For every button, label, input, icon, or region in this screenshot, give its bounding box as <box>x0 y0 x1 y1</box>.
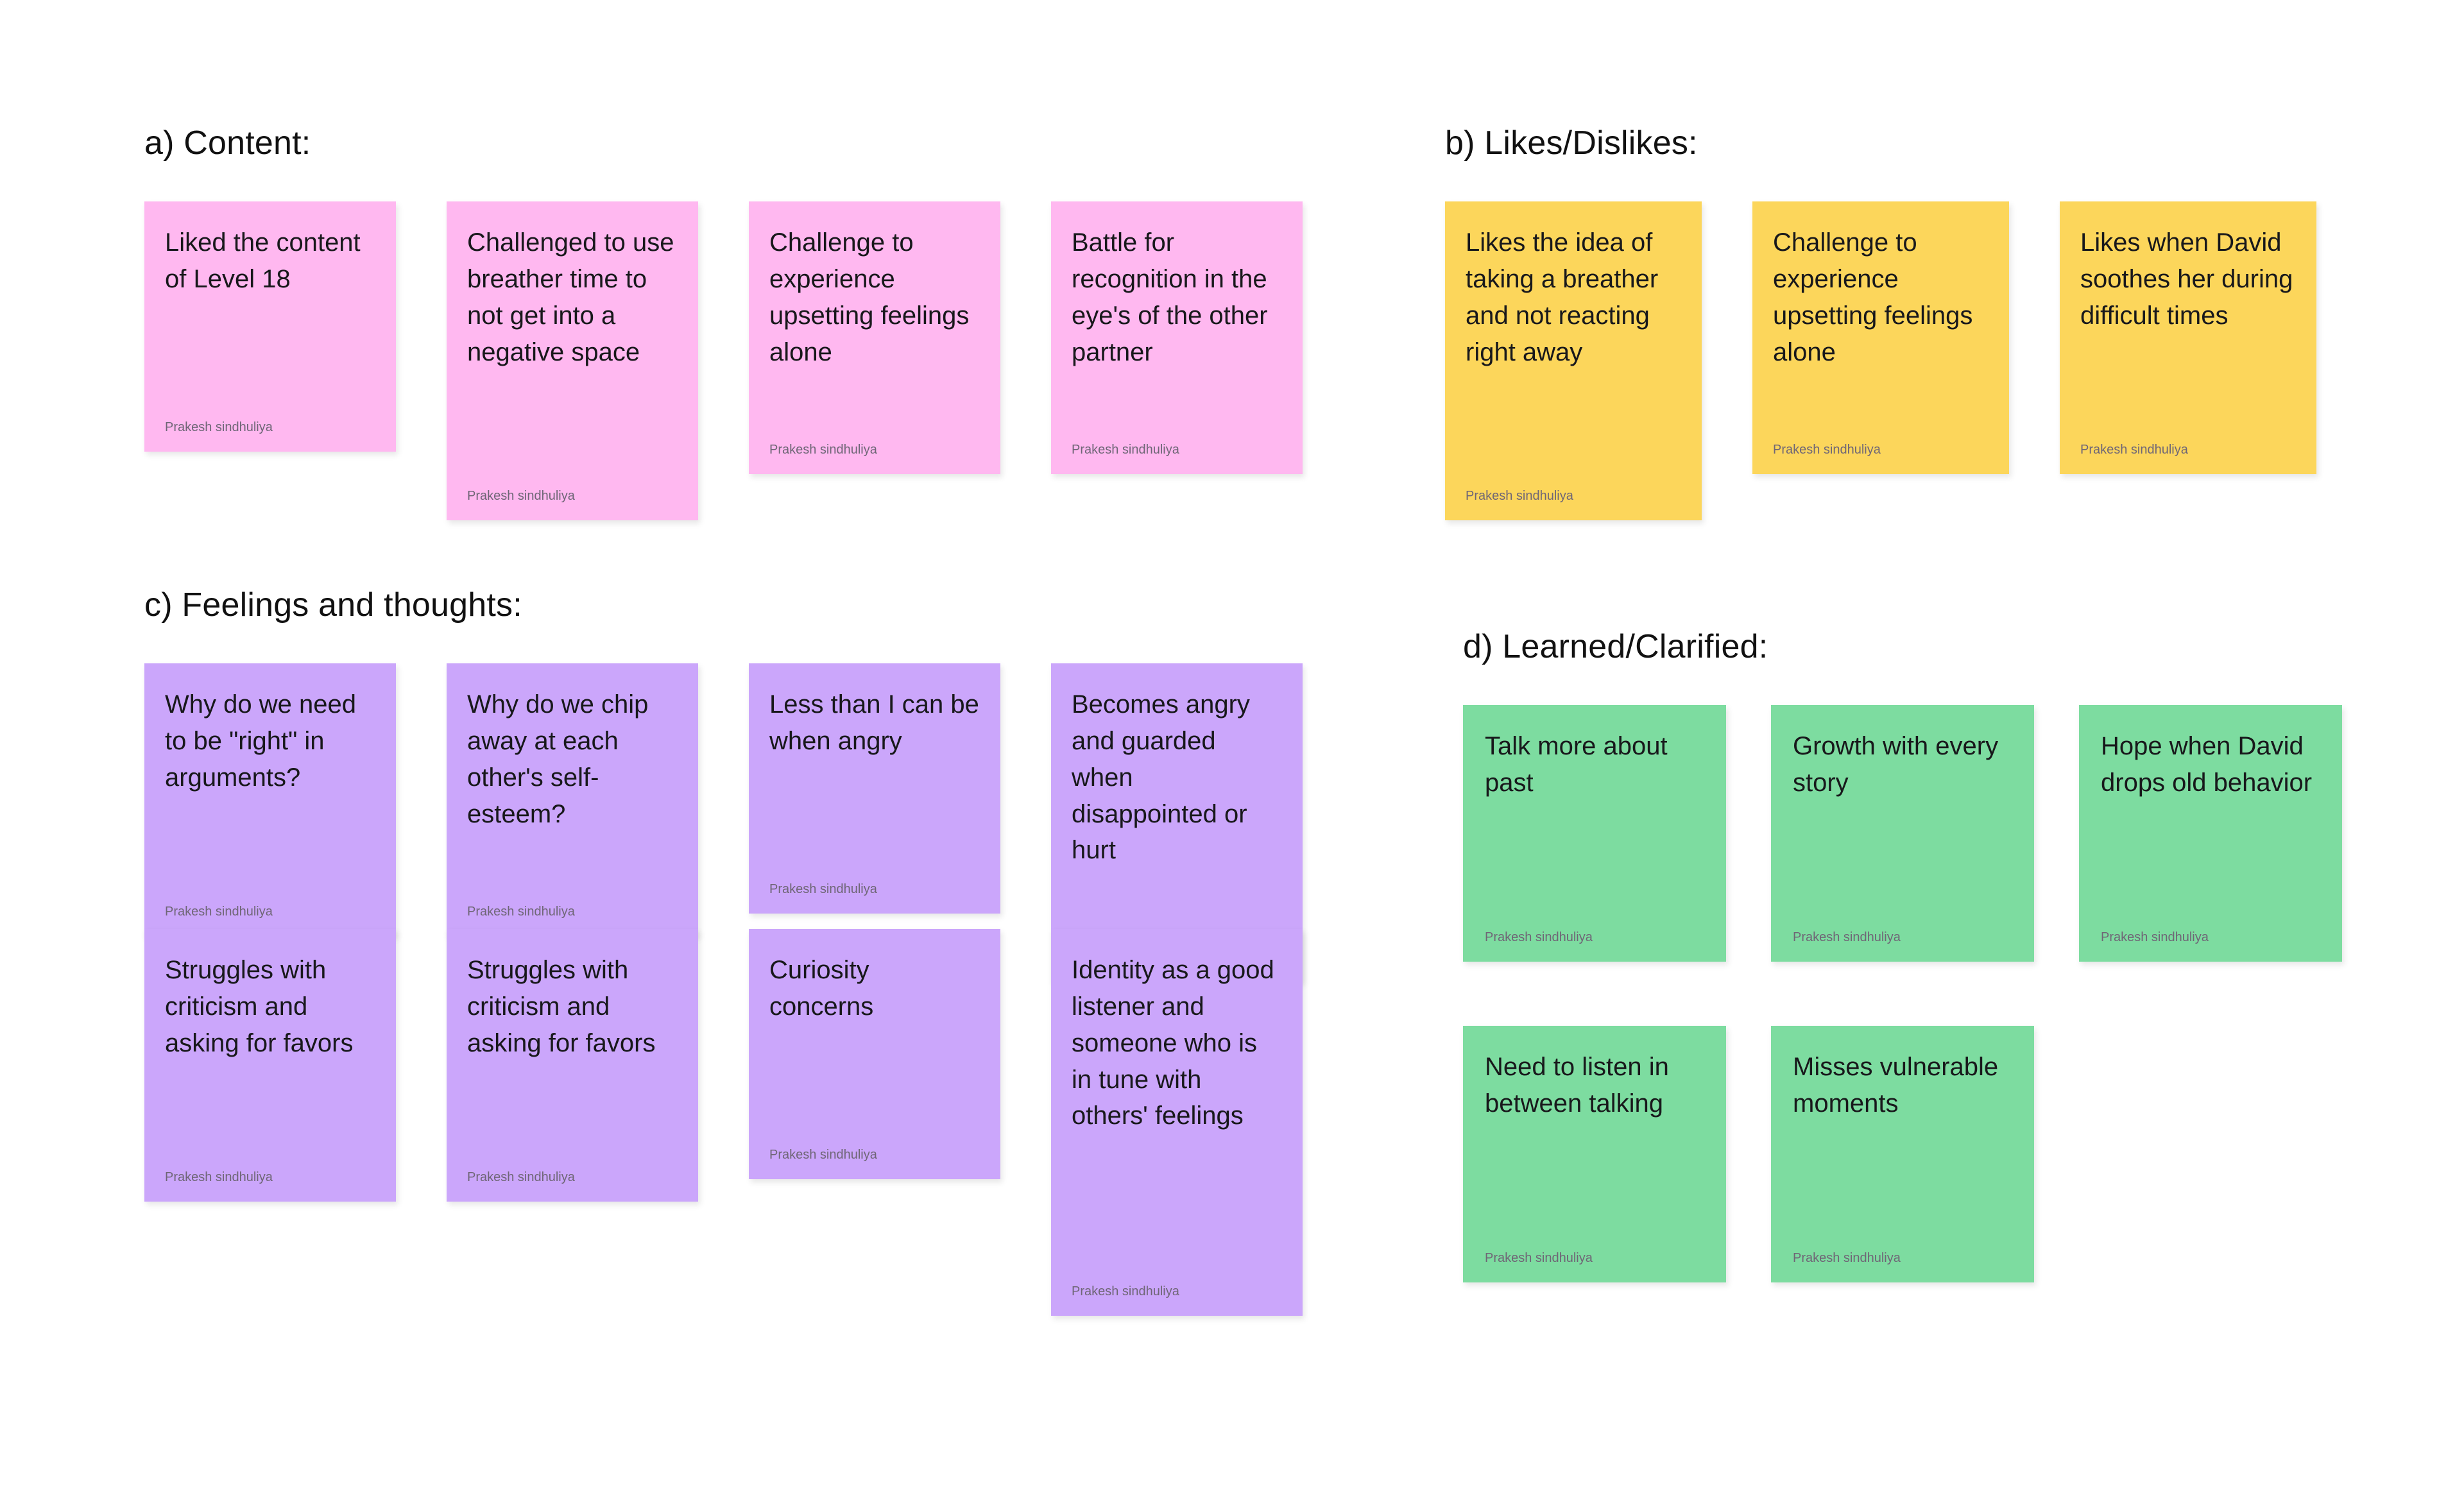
sticky-note-author: Prakesh sindhuliya <box>1485 930 1593 945</box>
sticky-note-author: Prakesh sindhuliya <box>1793 930 1901 945</box>
sticky-note-author: Prakesh sindhuliya <box>2080 443 2188 457</box>
sticky-note-author: Prakesh sindhuliya <box>1773 443 1881 457</box>
sticky-note-text: Curiosity concerns <box>769 956 874 1021</box>
section-heading-feelings-and-thoughts: c) Feelings and thoughts: <box>144 586 522 624</box>
sticky-note-text: Challenge to experience upsetting feelin… <box>1773 228 1973 366</box>
sticky-note-text: Challenge to experience upsetting feelin… <box>769 228 970 366</box>
sticky-note-author: Prakesh sindhuliya <box>769 1148 877 1162</box>
sticky-note-text: Struggles with criticism and asking for … <box>467 956 656 1057</box>
section-likes-dislikes-rows: Likes the idea of taking a breather and … <box>1445 201 2316 521</box>
sticky-note-text: Talk more about past <box>1485 732 1668 797</box>
section-heading-content: a) Content: <box>144 124 311 162</box>
sticky-note-author: Prakesh sindhuliya <box>467 905 575 919</box>
sticky-note-author: Prakesh sindhuliya <box>1072 1284 1179 1299</box>
sticky-note-author: Prakesh sindhuliya <box>1485 1251 1593 1266</box>
sticky-note-text: Why do we chip away at each other's self… <box>467 690 649 828</box>
sticky-note-text: Struggles with criticism and asking for … <box>165 956 354 1057</box>
sticky-note-author: Prakesh sindhuliya <box>467 1170 575 1185</box>
sticky-note[interactable]: Challenge to experience upsetting feelin… <box>749 201 1000 475</box>
sticky-note-text: Identity as a good listener and someone … <box>1072 956 1274 1130</box>
sticky-note-text: Likes when David soothes her during diff… <box>2080 228 2293 330</box>
sticky-note-text: Misses vulnerable moments <box>1793 1053 1999 1118</box>
section-content-rows: Liked the content of Level 18 Prakesh sin… <box>144 201 1303 521</box>
sticky-note-text: Battle for recognition in the eye's of t… <box>1072 228 1268 366</box>
sticky-note[interactable]: Struggles with criticism and asking for … <box>447 929 698 1202</box>
sticky-note-author: Prakesh sindhuliya <box>769 882 877 897</box>
sticky-note-author: Prakesh sindhuliya <box>165 905 273 919</box>
sticky-note-text: Liked the content of Level 18 <box>165 228 361 293</box>
sticky-note-author: Prakesh sindhuliya <box>165 1170 273 1185</box>
sticky-note[interactable]: Likes when David soothes her during diff… <box>2060 201 2316 475</box>
sticky-note-text: Hope when David drops old behavior <box>2101 732 2313 797</box>
sticky-row: Liked the content of Level 18 Prakesh sin… <box>144 201 1303 521</box>
section-feelings-and-thoughts: c) Feelings and thoughts: Why do we need… <box>144 586 1303 1316</box>
sticky-note[interactable]: Challenge to experience upsetting feelin… <box>1752 201 2009 475</box>
sticky-note[interactable]: Identity as a good listener and someone … <box>1051 929 1303 1316</box>
sticky-note-author: Prakesh sindhuliya <box>2101 930 2209 945</box>
sticky-note-author: Prakesh sindhuliya <box>1466 489 1573 504</box>
section-heading-learned-clarified: d) Learned/Clarified: <box>1463 628 1768 665</box>
sticky-note-author: Prakesh sindhuliya <box>769 443 877 457</box>
section-content: a) Content: Liked the content of Level 1… <box>144 124 1303 521</box>
sticky-note[interactable]: Liked the content of Level 18 Prakesh sin… <box>144 201 396 452</box>
sticky-note[interactable]: Likes the idea of taking a breather and … <box>1445 201 1702 521</box>
sticky-note[interactable]: Struggles with criticism and asking for … <box>144 929 396 1202</box>
sticky-note[interactable]: Why do we chip away at each other's self… <box>447 663 698 937</box>
sticky-note-author: Prakesh sindhuliya <box>1793 1251 1901 1266</box>
sticky-row: Why do we need to be "right" in argument… <box>144 663 1303 983</box>
sticky-note-text: Growth with every story <box>1793 732 1999 797</box>
sticky-note-text: Why do we need to be "right" in argument… <box>165 690 356 792</box>
sticky-note-author: Prakesh sindhuliya <box>165 420 273 435</box>
sticky-note[interactable]: Challenged to use breather time to not g… <box>447 201 698 521</box>
sticky-note[interactable]: Battle for recognition in the eye's of t… <box>1051 201 1303 475</box>
section-learned-clarified: d) Learned/Clarified: Talk more about pa… <box>1463 628 2342 1283</box>
sticky-note-text: Need to listen in between talking <box>1485 1053 1669 1118</box>
sticky-note-author: Prakesh sindhuliya <box>467 489 575 504</box>
section-heading-likes-dislikes: b) Likes/Dislikes: <box>1445 124 1698 162</box>
sticky-row: Likes the idea of taking a breather and … <box>1445 201 2316 521</box>
sticky-note-author: Prakesh sindhuliya <box>1072 443 1179 457</box>
sticky-note-text: Becomes angry and guarded when disappoin… <box>1072 690 1250 865</box>
sticky-row: Struggles with criticism and asking for … <box>144 929 1303 1316</box>
section-likes-dislikes: b) Likes/Dislikes: Likes the idea of tak… <box>1445 124 2316 521</box>
section-feelings-and-thoughts-rows: Why do we need to be "right" in argument… <box>144 663 1303 1316</box>
sticky-note[interactable]: Why do we need to be "right" in argument… <box>144 663 396 937</box>
sticky-note-text: Likes the idea of taking a breather and … <box>1466 228 1659 366</box>
sticky-note-text: Challenged to use breather time to not g… <box>467 228 674 366</box>
sticky-note-text: Less than I can be when angry <box>769 690 979 755</box>
